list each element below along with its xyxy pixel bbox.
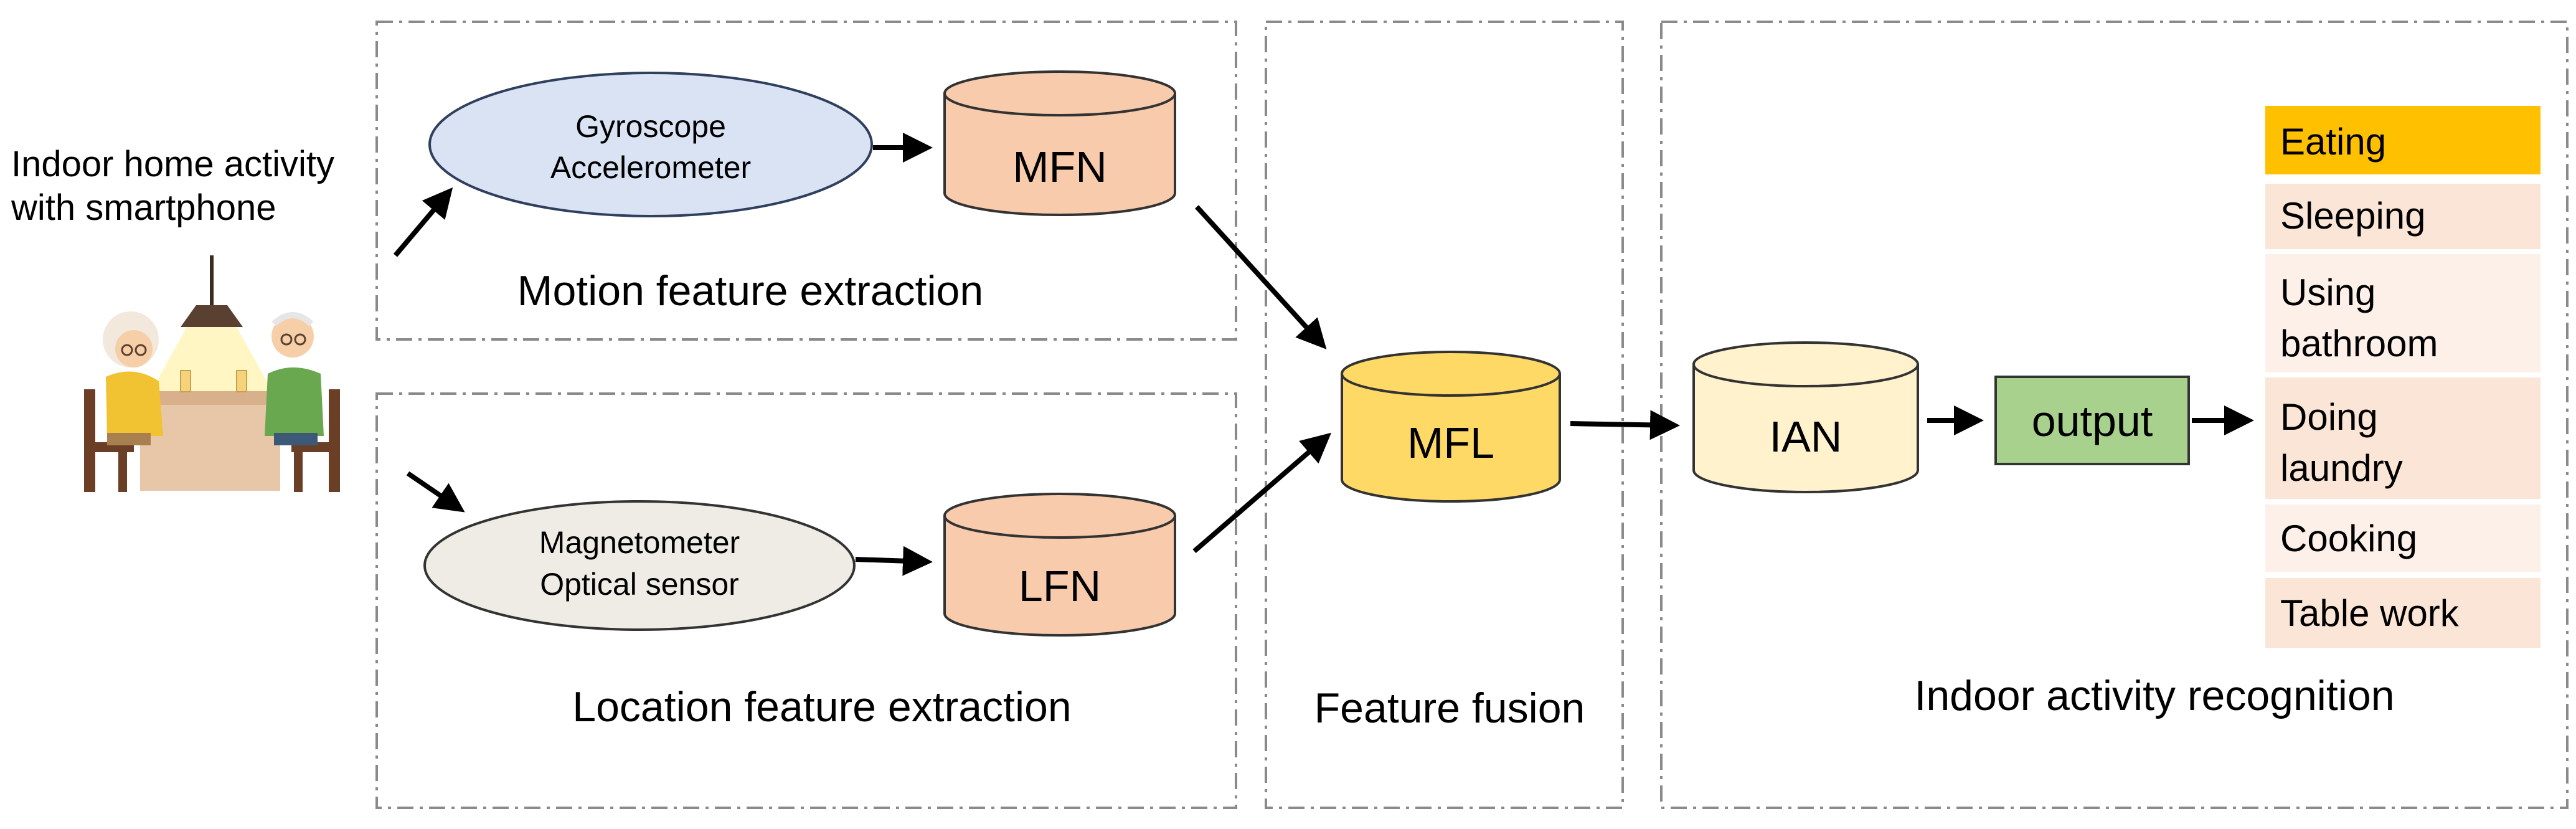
activity-using-bathroom-line1: Using: [2280, 272, 2375, 313]
activity-item-eating: [2265, 106, 2541, 174]
accelerometer-label: Accelerometer: [550, 150, 751, 185]
mfn-label: MFN: [1012, 143, 1107, 191]
flow-arrows: [393, 133, 2254, 576]
location-sensors-ellipse: [423, 500, 856, 631]
activity-item-cooking: [2265, 505, 2541, 572]
activity-doing-laundry-line1: Doing: [2280, 396, 2378, 438]
intro-text-line1: Indoor home activity: [11, 144, 334, 184]
fusion-caption: Feature fusion: [1314, 685, 1585, 732]
activity-doing-laundry-line2: laundry: [2280, 447, 2403, 489]
motion-caption: Motion feature extraction: [517, 267, 983, 315]
activity-cooking-label: Cooking: [2280, 518, 2417, 559]
activity-using-bathroom-line2: bathroom: [2280, 323, 2438, 364]
activity-eating-label: Eating: [2280, 121, 2386, 163]
activity-item-sleeping: [2265, 184, 2541, 249]
arrow-intro-to-location: [406, 471, 465, 513]
ian-label: IAN: [1770, 412, 1842, 461]
output-box: [1994, 376, 2190, 465]
activity-item-table-work: [2265, 578, 2541, 648]
recognition-caption: Indoor activity recognition: [1914, 672, 2394, 719]
arrow-location-sensors-to-lfn: [855, 546, 933, 576]
output-label: output: [2032, 397, 2153, 445]
lfn-cylinder: [943, 493, 1176, 637]
activity-sleeping-label: Sleeping: [2280, 195, 2426, 237]
mfl-label: MFL: [1407, 419, 1494, 467]
optical-sensor-label: Optical sensor: [540, 567, 739, 602]
arrow-lfn-to-mfl: [1192, 432, 1332, 554]
mfn-cylinder: [943, 70, 1176, 216]
arrow-mfn-to-mfl: [1195, 205, 1327, 349]
gyroscope-label: Gyroscope: [575, 109, 726, 144]
elderly-couple-dining-illustration: [84, 255, 340, 492]
motion-sensors-ellipse: [428, 72, 873, 217]
intro-text-line2: with smartphone: [11, 187, 276, 228]
activity-item-doing-laundry: [2265, 377, 2541, 499]
mfl-cylinder: [1341, 351, 1561, 503]
location-caption: Location feature extraction: [572, 683, 1071, 731]
arrow-mfl-to-ian: [1570, 410, 1680, 440]
magnetometer-label: Magnetometer: [539, 525, 740, 560]
arrow-intro-to-motion: [393, 187, 453, 257]
activity-item-using-bathroom: [2265, 254, 2541, 372]
activity-list: Eating Sleeping Using bathroom Doing lau…: [2265, 106, 2541, 648]
ian-cylinder: [1692, 341, 1919, 493]
lfn-label: LFN: [1019, 562, 1101, 610]
motion-section-frame: [375, 21, 1237, 341]
activity-table-work-label: Table work: [2280, 592, 2460, 634]
